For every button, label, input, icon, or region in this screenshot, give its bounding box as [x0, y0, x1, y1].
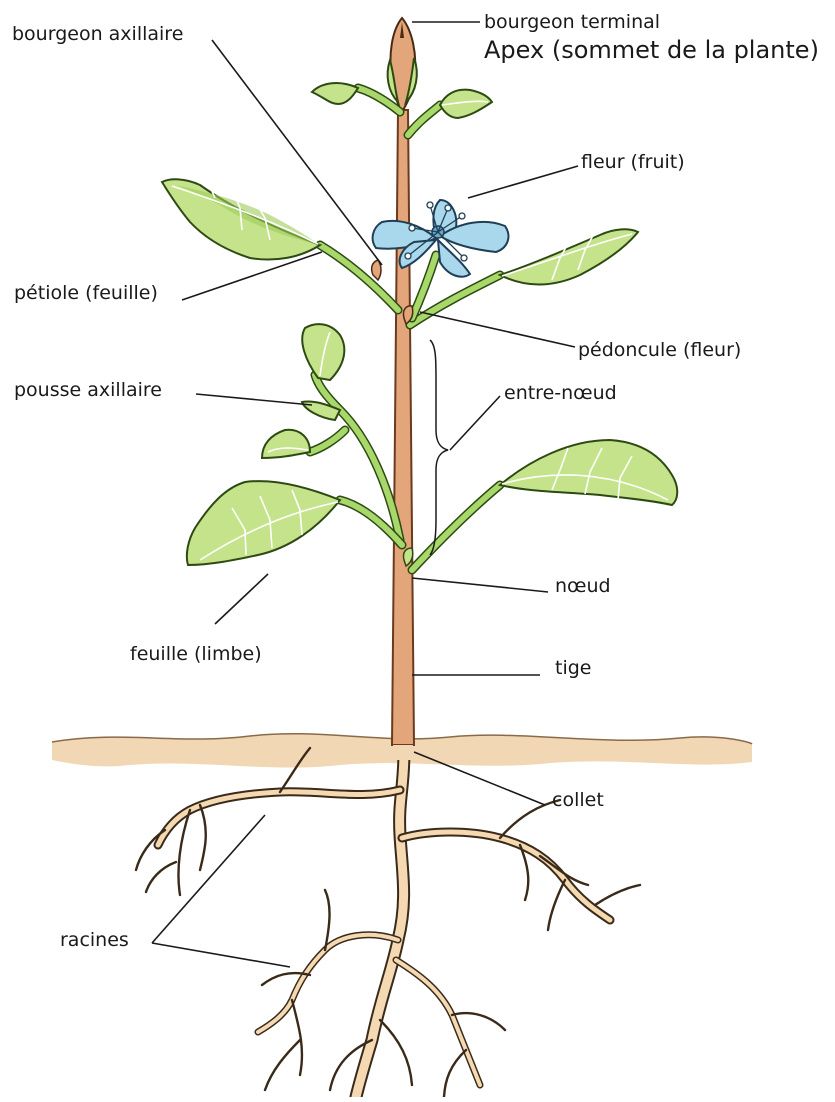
lower-left-leaf	[187, 481, 402, 565]
label-tige: tige	[555, 657, 591, 679]
label-petiole: pétiole (feuille)	[14, 282, 158, 304]
label-entre-noeud: entre-nœud	[504, 382, 617, 404]
label-feuille: feuille (limbe)	[130, 643, 262, 665]
labels: bourgeon terminal Apex (sommet de la pla…	[12, 11, 819, 951]
terminal-bud	[388, 18, 417, 112]
label-bourgeon-axillaire: bourgeon axillaire	[12, 23, 183, 45]
label-noeud: nœud	[555, 575, 611, 597]
label-apex: Apex (sommet de la plante)	[484, 36, 819, 64]
upper-right-leaf	[410, 229, 638, 325]
label-pousse-axillaire: pousse axillaire	[14, 379, 162, 401]
label-bourgeon-terminal: bourgeon terminal	[484, 11, 660, 33]
internode-bracket	[430, 340, 448, 555]
label-fleur: fleur (fruit)	[581, 151, 685, 173]
upper-left-leaf	[162, 179, 398, 310]
label-pedoncule: pédoncule (fleur)	[578, 339, 741, 361]
main-stem	[392, 110, 414, 760]
label-racines: racines	[60, 929, 129, 951]
label-collet: collet	[552, 789, 604, 811]
